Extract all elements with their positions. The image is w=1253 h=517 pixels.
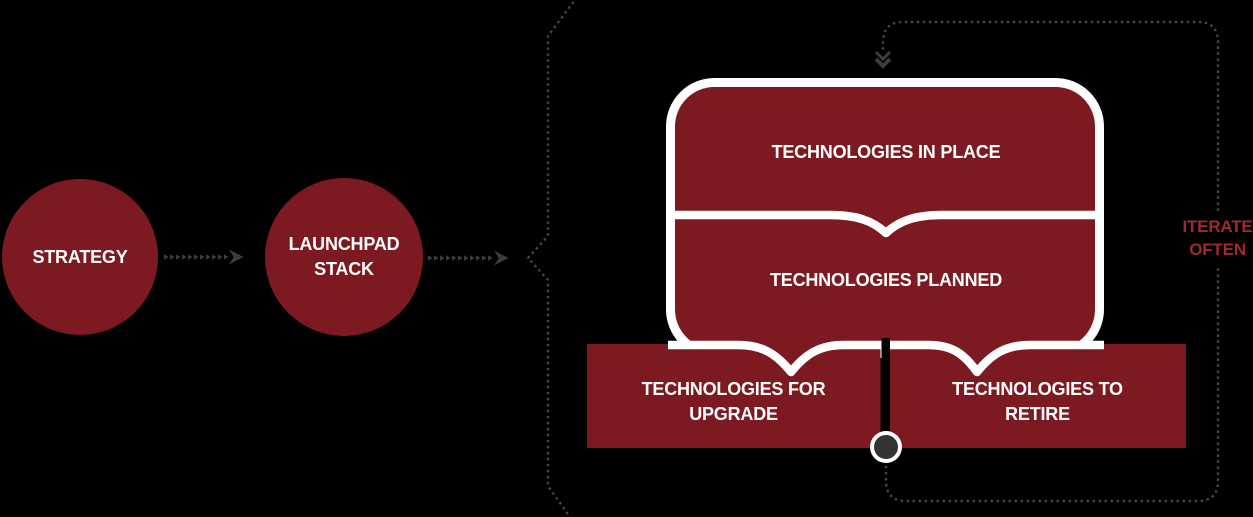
grouping-bracket bbox=[526, 0, 577, 517]
arrowhead-icon bbox=[229, 249, 244, 265]
launchpad-stack-label: LAUNCHPAD STACK bbox=[288, 234, 400, 279]
anchor-pin bbox=[870, 431, 902, 463]
box-tech-to-retire bbox=[889, 344, 1186, 448]
arrowhead-icon bbox=[494, 250, 509, 266]
launchpad-stack-node bbox=[265, 178, 423, 336]
strategy-label: STRATEGY bbox=[32, 246, 128, 267]
arrow-launchpad-to-bracket bbox=[428, 250, 509, 266]
tech-to-retire-label: TECHNOLOGIES TO RETIRE bbox=[952, 379, 1123, 424]
arrow-strategy-to-launchpad bbox=[164, 249, 244, 265]
iterate-often-label: ITERATE OFTEN bbox=[1179, 211, 1253, 265]
strategy-node bbox=[2, 179, 158, 335]
box-tech-for-upgrade bbox=[587, 344, 881, 448]
tech-planned-label: TECHNOLOGIES PLANNED bbox=[769, 269, 1002, 290]
tech-for-upgrade-label: TECHNOLOGIES FOR UPGRADE bbox=[641, 379, 826, 424]
divider-planned-bottom bbox=[668, 340, 1104, 377]
down-arrow-icon bbox=[874, 50, 892, 69]
tech-in-place-label: TECHNOLOGIES IN PLACE bbox=[771, 141, 1001, 162]
center-divider-line bbox=[881, 338, 890, 448]
iterate-loop-path bbox=[881, 20, 1220, 503]
divider-inplace-planned bbox=[671, 210, 1100, 238]
